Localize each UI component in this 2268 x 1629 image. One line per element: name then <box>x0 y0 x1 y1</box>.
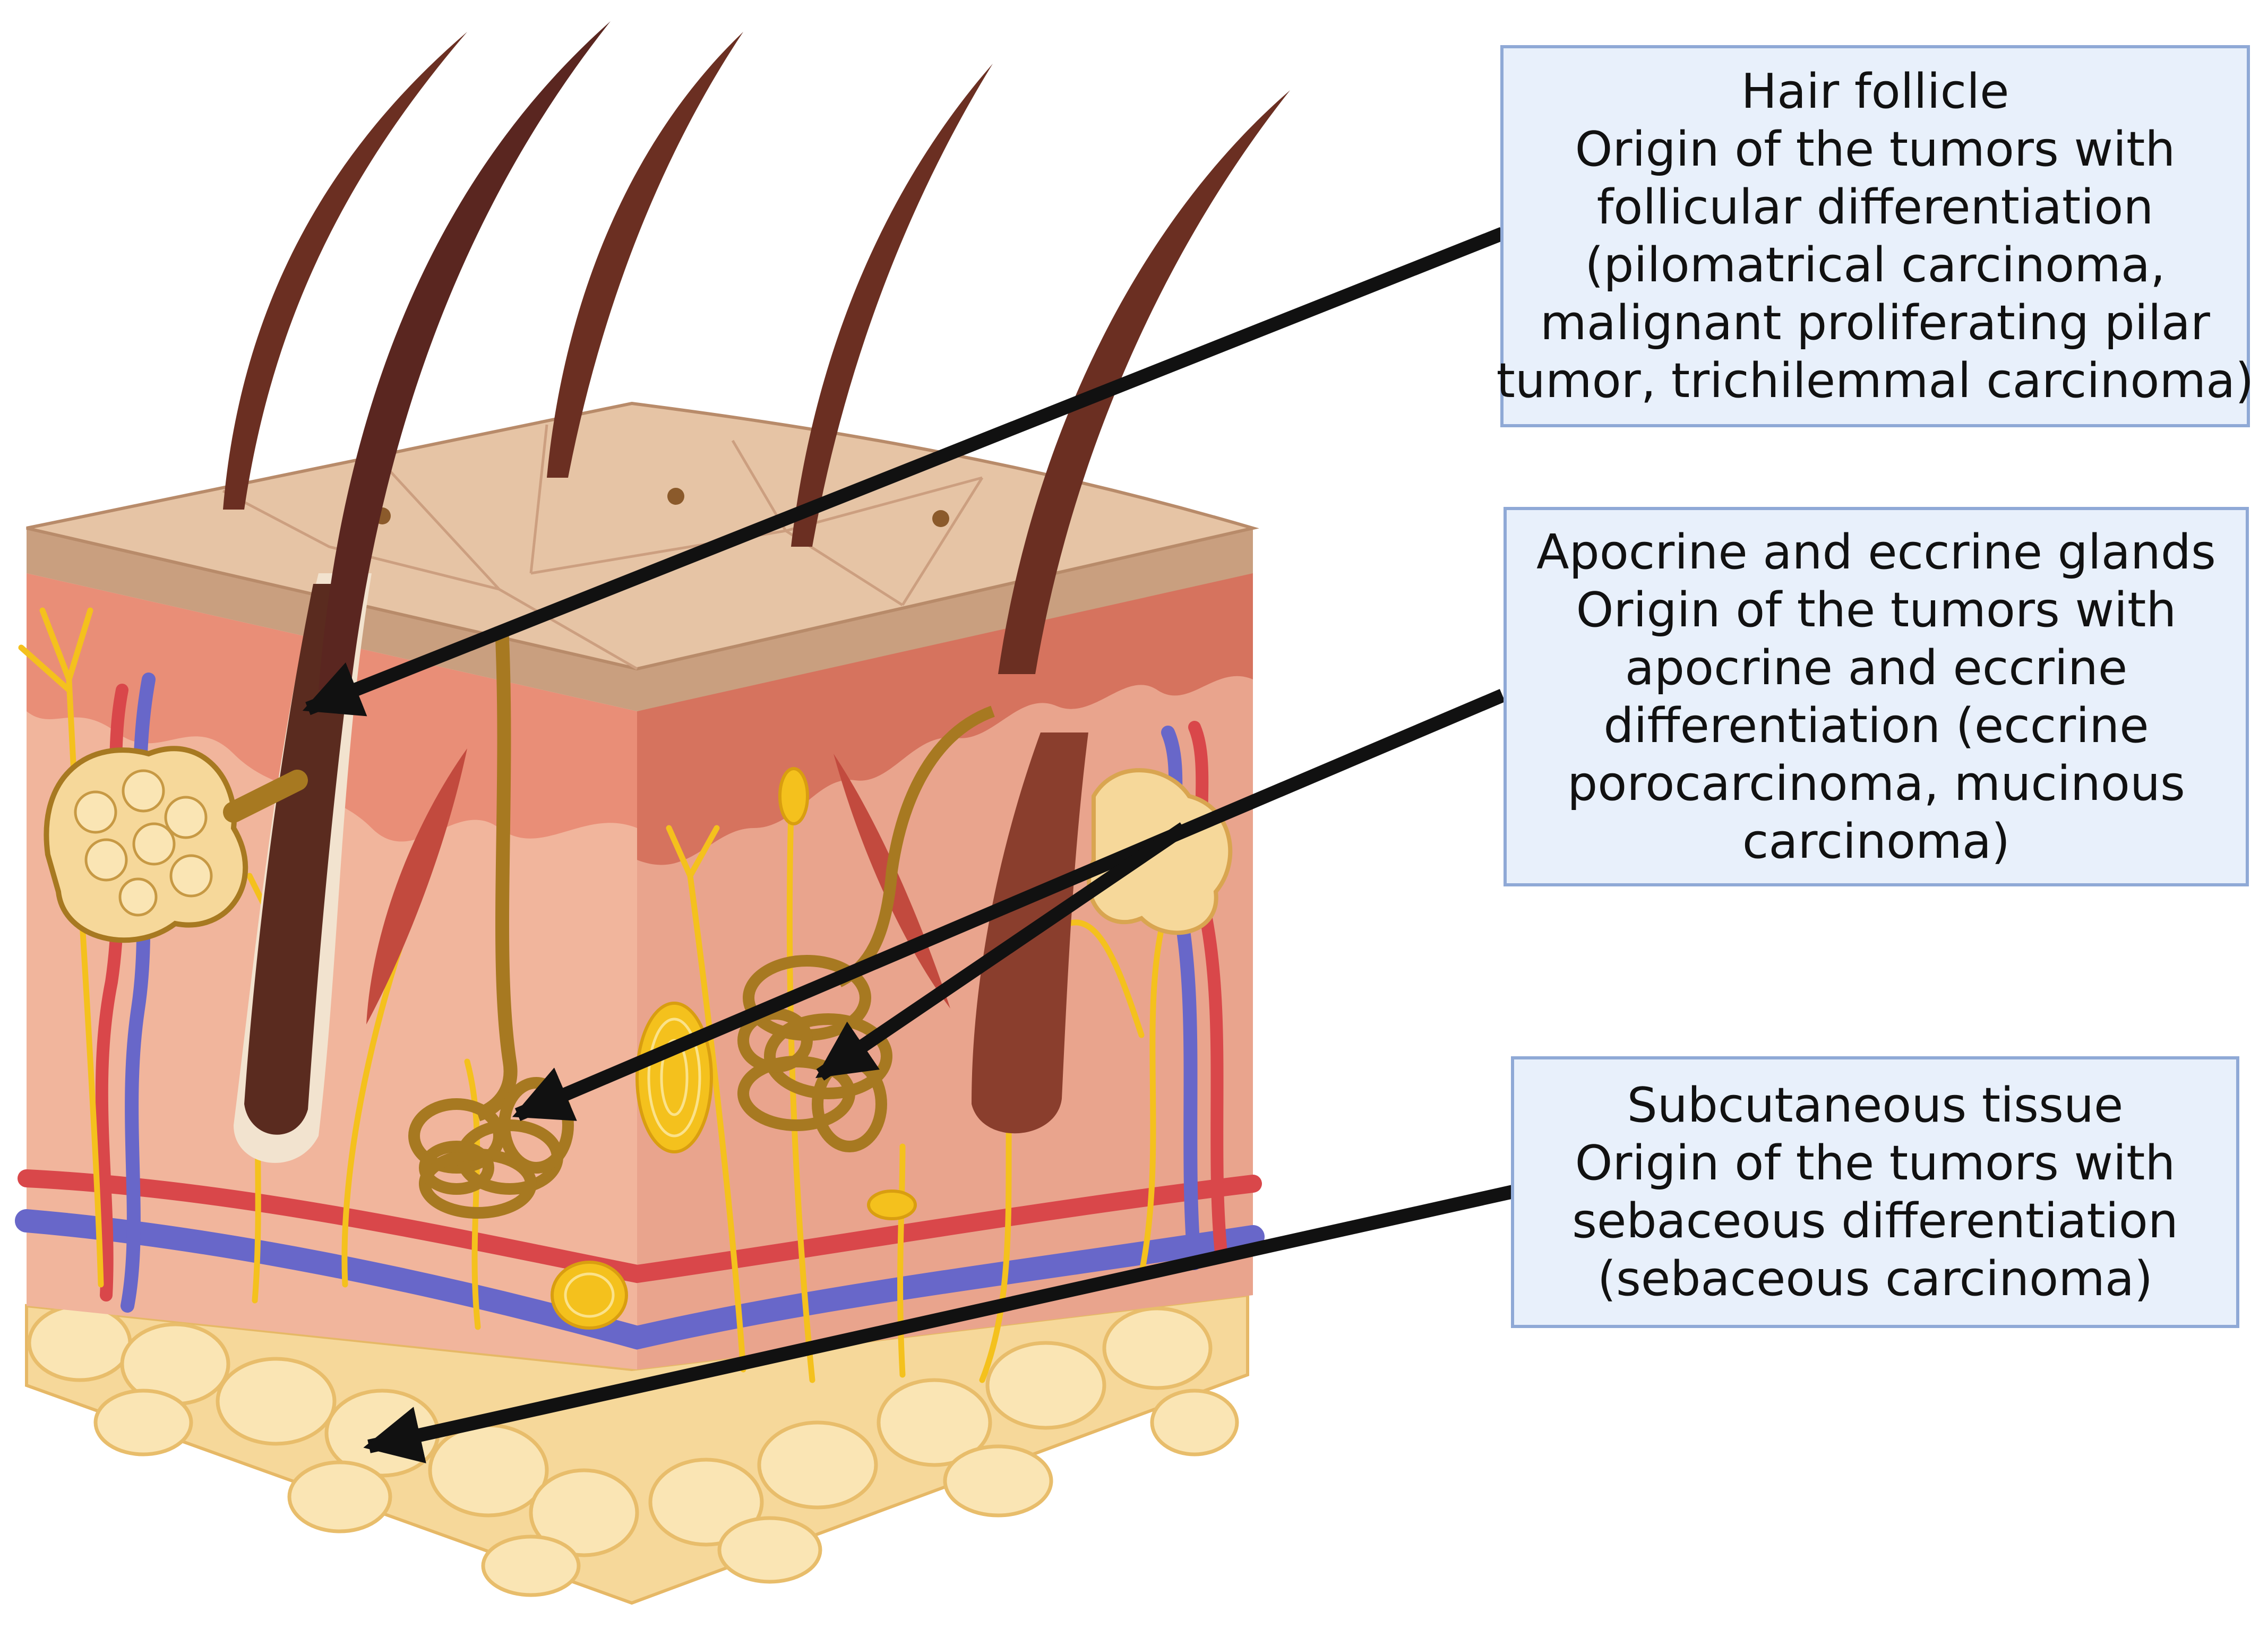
arrow-hair-follicle <box>302 227 1505 717</box>
callout-line: differentiation (eccrine <box>1603 697 2149 754</box>
apocrine-eccrine-callout: Apocrine and eccrine glands Origin of th… <box>1504 507 2249 886</box>
hair-follicle-callout: Hair follicle Origin of the tumors with … <box>1497 45 2254 427</box>
arrow-eccrine-gland-left <box>512 689 1506 1121</box>
arrow-subcutaneous-tissue <box>363 1185 1515 1463</box>
callout-line: Origin of the tumors with <box>1575 1135 2176 1191</box>
callout-line: carcinoma) <box>1742 813 2011 869</box>
callout-line: Hair follicle <box>1741 64 2009 119</box>
callout-line: (pilomatrical carcinoma, <box>1585 237 2166 293</box>
hair-shafts <box>223 21 1290 690</box>
callout-line: sebaceous differentiation <box>1572 1193 2178 1249</box>
callout-line: (sebaceous carcinoma) <box>1597 1251 2153 1307</box>
callout-line: malignant proliferating pilar <box>1540 295 2210 351</box>
callout-line: Origin of the tumors with <box>1575 122 2176 177</box>
sensory-corpuscles <box>551 767 917 1330</box>
pointer-arrows <box>302 227 1515 1463</box>
callout-line: Subcutaneous tissue <box>1627 1078 2124 1133</box>
callout-line: porocarcinoma, mucinous <box>1567 755 2185 812</box>
callout-line: tumor, trichilemmal carcinoma) <box>1496 353 2254 409</box>
eccrine-glands <box>408 626 995 1219</box>
callout-line: Origin of the tumors with <box>1576 582 2177 638</box>
callout-line: apocrine and eccrine <box>1625 640 2128 696</box>
callout-line: Apocrine and eccrine glands <box>1536 524 2216 580</box>
subcutaneous-tissue-callout: Subcutaneous tissue Origin of the tumors… <box>1511 1056 2239 1328</box>
callout-line: follicular differentiation <box>1596 179 2154 235</box>
arrow-eccrine-gland-right <box>815 822 1188 1081</box>
